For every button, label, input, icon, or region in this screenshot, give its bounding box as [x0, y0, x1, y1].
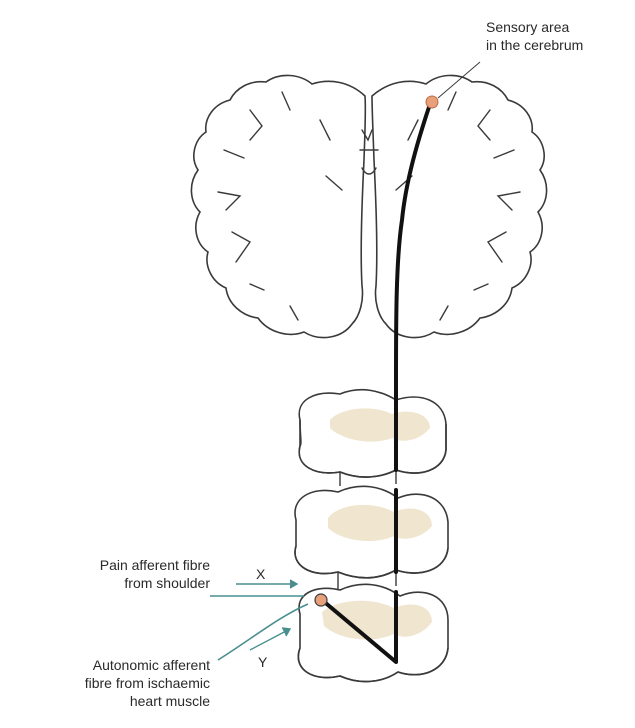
sensory-area-dot — [426, 96, 438, 108]
spinal-segment-upper — [299, 390, 446, 486]
arrow-x-label: X — [256, 566, 265, 582]
spinal-cord-segments — [295, 390, 448, 682]
pain-afferent-label: Pain afferent fibre from shoulder — [66, 556, 210, 592]
arrow-y — [250, 630, 288, 650]
autonomic-afferent-label: Autonomic afferent fibre from ischaemic … — [30, 656, 210, 710]
sensory-area-label-line1: Sensory area — [486, 18, 583, 36]
sensory-area-label: Sensory area in the cerebrum — [486, 18, 583, 54]
autonomic-afferent-label-line3: heart muscle — [30, 692, 210, 710]
autonomic-afferent-label-line2: fibre from ischaemic — [30, 674, 210, 692]
arrow-y-label: Y — [258, 654, 267, 670]
brain-coronal-section — [191, 75, 546, 337]
autonomic-afferent-fibre — [218, 604, 308, 660]
pain-afferent-label-line1: Pain afferent fibre — [66, 556, 210, 574]
afferent-fibres — [210, 596, 308, 660]
spinal-segment-middle — [295, 486, 448, 590]
pain-afferent-label-line2: from shoulder — [66, 574, 210, 592]
sensory-area-label-line2: in the cerebrum — [486, 36, 583, 54]
synapse-dot — [315, 594, 327, 606]
autonomic-afferent-label-line1: Autonomic afferent — [30, 656, 210, 674]
left-hemisphere — [191, 75, 365, 337]
